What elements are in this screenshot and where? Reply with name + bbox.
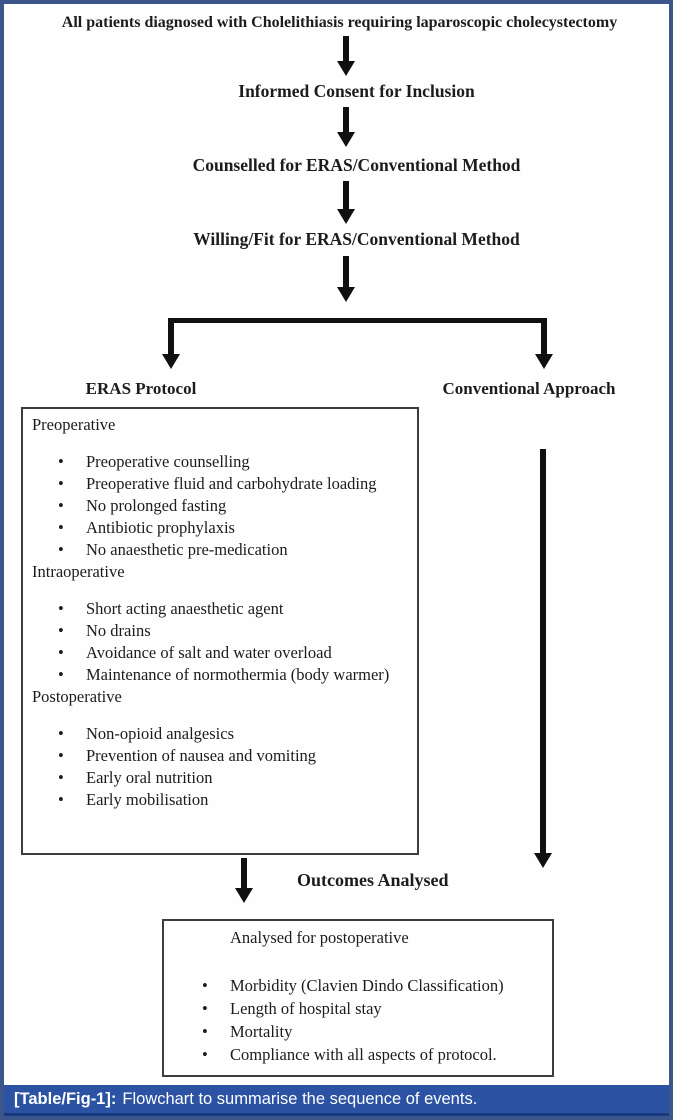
- arrowhead-icon: [337, 287, 355, 302]
- down-arrow-icon: [337, 256, 355, 302]
- flow-step-informed-consent: Informed Consent for Inclusion: [238, 81, 475, 101]
- section-heading: Intraoperative: [32, 562, 125, 581]
- section-item-list: Non-opioid analgesicsPrevention of nause…: [32, 723, 407, 811]
- down-arrow-icon: [337, 107, 355, 147]
- arrow-shaft: [343, 107, 349, 132]
- section-heading: Preoperative: [32, 415, 116, 434]
- branch-label-conventional: Conventional Approach: [442, 379, 616, 398]
- arrowhead-icon: [337, 132, 355, 147]
- figure-caption-tag: [Table/Fig-1]:: [14, 1089, 117, 1108]
- section-heading: Postoperative: [32, 687, 122, 706]
- list-item: Short acting anaesthetic agent: [56, 598, 407, 620]
- branch-left-arrow-icon: [162, 318, 180, 369]
- flow-step-willing-fit: Willing/Fit for ERAS/Conventional Method: [193, 229, 520, 249]
- list-item: Maintenance of normothermia (body warmer…: [56, 664, 407, 686]
- branch-right-arrow-icon: [535, 318, 553, 369]
- arrow-shaft: [541, 318, 547, 354]
- eras-section-postoperative: Postoperative Non-opioid analgesicsPreve…: [32, 686, 407, 811]
- list-item: Morbidity (Clavien Dindo Classification): [200, 974, 546, 997]
- list-item: Early mobilisation: [56, 789, 407, 811]
- arrowhead-icon: [337, 209, 355, 224]
- eras-section-preoperative: Preoperative Preoperative counsellingPre…: [32, 414, 407, 561]
- figure-caption-bar: [Table/Fig-1]: Flowchart to summarise th…: [4, 1085, 669, 1116]
- outcomes-analysed-label: Outcomes Analysed: [297, 870, 449, 890]
- outcomes-item-list: Morbidity (Clavien Dindo Classification)…: [164, 974, 546, 1066]
- arrow-shaft: [343, 256, 349, 287]
- section-item-list: Preoperative counsellingPreoperative flu…: [32, 451, 407, 561]
- outcomes-box-heading: Analysed for postoperative: [230, 928, 409, 947]
- arrowhead-icon: [534, 853, 552, 868]
- list-item: Prevention of nausea and vomiting: [56, 745, 407, 767]
- arrowhead-icon: [535, 354, 553, 369]
- list-item: Avoidance of salt and water overload: [56, 642, 407, 664]
- list-item: Preoperative fluid and carbohydrate load…: [56, 473, 407, 495]
- flow-title: All patients diagnosed with Cholelithias…: [61, 14, 618, 31]
- arrow-shaft: [343, 181, 349, 209]
- list-item: No anaesthetic pre-medication: [56, 539, 407, 561]
- branch-label-eras: ERAS Protocol: [85, 379, 197, 398]
- list-item: No drains: [56, 620, 407, 642]
- figure-caption-text: Flowchart to summarise the sequence of e…: [122, 1089, 478, 1108]
- outcomes-arrow-icon: [235, 858, 253, 903]
- list-item: Preoperative counselling: [56, 451, 407, 473]
- down-arrow-icon: [337, 181, 355, 224]
- outcomes-box: Analysed for postoperative Morbidity (Cl…: [162, 919, 554, 1077]
- eras-section-intraoperative: Intraoperative Short acting anaesthetic …: [32, 561, 407, 686]
- arrow-shaft: [343, 36, 349, 61]
- down-arrow-icon: [337, 36, 355, 76]
- eras-protocol-box: Preoperative Preoperative counsellingPre…: [21, 407, 419, 855]
- list-item: No prolonged fasting: [56, 495, 407, 517]
- list-item: Mortality: [200, 1020, 546, 1043]
- arrow-shaft: [540, 449, 546, 853]
- branch-connector-line: [169, 318, 546, 323]
- list-item: Early oral nutrition: [56, 767, 407, 789]
- arrowhead-icon: [162, 354, 180, 369]
- arrow-shaft: [241, 858, 247, 888]
- list-item: Compliance with all aspects of protocol.: [200, 1043, 546, 1066]
- arrowhead-icon: [235, 888, 253, 903]
- section-item-list: Short acting anaesthetic agentNo drainsA…: [32, 598, 407, 686]
- list-item: Antibiotic prophylaxis: [56, 517, 407, 539]
- arrow-shaft: [168, 318, 174, 354]
- arrowhead-icon: [337, 61, 355, 76]
- flow-step-counselled: Counselled for ERAS/Conventional Method: [192, 155, 521, 175]
- list-item: Length of hospital stay: [200, 997, 546, 1020]
- conventional-long-arrow-icon: [534, 449, 552, 868]
- list-item: Non-opioid analgesics: [56, 723, 407, 745]
